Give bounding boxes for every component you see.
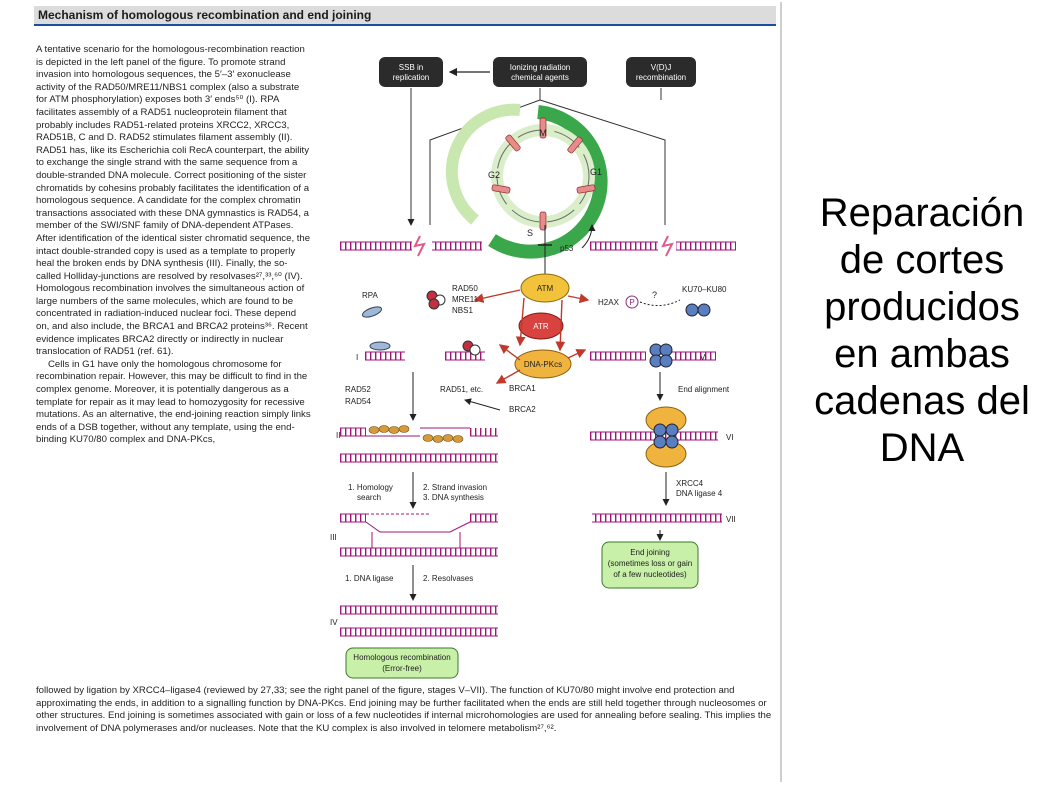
hr-line2: (Error-free) bbox=[382, 664, 422, 673]
rad52-label: RAD52 bbox=[345, 385, 371, 394]
stage-i: I bbox=[356, 353, 358, 362]
dna-stage-vii bbox=[592, 513, 722, 523]
figure-header: Mechanism of homologous recombination an… bbox=[34, 6, 776, 26]
ej-line3: of a few nucleotides) bbox=[613, 570, 687, 579]
dna-stage-iv bbox=[340, 605, 498, 637]
side-title-line-6: DNA bbox=[879, 426, 965, 470]
question-mark: ? bbox=[652, 290, 657, 300]
homology-search-1: 1. Homology bbox=[348, 483, 393, 492]
paragraph-3: followed by ligation by XRCC4–ligase4 (r… bbox=[36, 685, 772, 734]
ssb-box: SSB in replication bbox=[379, 57, 443, 87]
svg-text:P: P bbox=[629, 298, 634, 307]
atr-label: ATR bbox=[533, 322, 549, 331]
dna-break-left bbox=[340, 235, 482, 257]
dna-synthesis: 3. DNA synthesis bbox=[423, 493, 484, 502]
end-alignment-label: End alignment bbox=[678, 385, 730, 394]
side-title-line-1: Reparación bbox=[819, 191, 1025, 235]
ionizing-line1: Ionizing radiation bbox=[510, 63, 570, 72]
atm-label: ATM bbox=[537, 284, 554, 293]
homology-search-2: search bbox=[357, 493, 381, 502]
left-column-text: A tentative scenario for the homologous-… bbox=[36, 44, 311, 447]
ionizing-line2: chemical agents bbox=[511, 73, 569, 82]
dna-stage-v bbox=[590, 343, 716, 368]
rpa-label: RPA bbox=[362, 291, 379, 300]
dna-stage-iii bbox=[340, 513, 498, 557]
dnapk-node: DNA-PKcs bbox=[514, 349, 572, 379]
resolvases-label: 2. Resolvases bbox=[423, 574, 473, 583]
vdj-box: V(D)J recombination bbox=[626, 57, 696, 87]
p53-label: p53 bbox=[560, 244, 574, 253]
brca2-label: BRCA2 bbox=[509, 405, 536, 414]
stage-vi: VI bbox=[726, 433, 734, 442]
vdj-line2: recombination bbox=[636, 73, 686, 82]
cycle-s: S bbox=[527, 228, 533, 238]
side-title-line-4: en ambas bbox=[834, 332, 1010, 376]
cycle-g2: G2 bbox=[488, 170, 500, 180]
dna-stage-ii bbox=[340, 425, 498, 463]
h2ax-label: H2AX bbox=[598, 298, 620, 307]
ku-label: KU70–KU80 bbox=[682, 285, 727, 294]
cycle-m: M bbox=[539, 128, 547, 138]
paragraph-2: Cells in G1 have only the homologous chr… bbox=[36, 358, 311, 446]
rad51-label: RAD51, etc. bbox=[440, 385, 483, 394]
ej-line1: End joining bbox=[630, 548, 670, 557]
end-joining-box: End joining (sometimes loss or gain of a… bbox=[601, 541, 699, 589]
dna-stage-i-left bbox=[365, 340, 485, 361]
nbs1-label: NBS1 bbox=[452, 306, 473, 315]
bottom-text: followed by ligation by XRCC4–ligase4 (r… bbox=[36, 685, 774, 735]
ionizing-box: Ionizing radiation chemical agents bbox=[493, 57, 587, 87]
vdj-line1: V(D)J bbox=[651, 63, 671, 72]
stage-vii: VII bbox=[726, 515, 736, 524]
strand-invasion: 2. Strand invasion bbox=[423, 483, 487, 492]
atm-node: ATM bbox=[520, 273, 570, 303]
rpa: RPA bbox=[362, 291, 382, 318]
side-title-line-3: producidos bbox=[824, 285, 1020, 329]
ej-line2: (sometimes loss or gain bbox=[608, 559, 692, 568]
hr-line1: Homologous recombination bbox=[353, 653, 450, 662]
figure-title: Mechanism of homologous recombination an… bbox=[38, 8, 372, 22]
rad54-label: RAD54 bbox=[345, 397, 371, 406]
ku-complex: KU70–KU80 bbox=[682, 285, 727, 317]
hr-box: Homologous recombination (Error-free) bbox=[345, 647, 459, 679]
mre11-label: MRE11 bbox=[452, 295, 479, 304]
brca1-label: BRCA1 bbox=[509, 384, 536, 393]
ssb-box-line1: SSB in bbox=[399, 63, 423, 72]
rad50-complex: RAD50 MRE11 NBS1 bbox=[426, 284, 479, 315]
ssb-box-line2: replication bbox=[393, 73, 429, 82]
xrcc4-label: XRCC4 bbox=[676, 479, 704, 488]
rad50-label: RAD50 bbox=[452, 284, 478, 293]
stage-iv: IV bbox=[330, 618, 338, 627]
atr-node: ATR bbox=[518, 312, 564, 340]
stage-ii: II bbox=[336, 431, 340, 440]
dnapk-label: DNA-PKcs bbox=[524, 360, 562, 369]
side-title-line-2: de cortes bbox=[839, 238, 1005, 282]
dna-break-right bbox=[590, 235, 736, 257]
cycle-g1: G1 bbox=[590, 167, 602, 177]
cell-cycle: M G1 S G2 bbox=[445, 103, 608, 259]
stage-iii: III bbox=[330, 533, 337, 542]
ligase4-label: DNA ligase 4 bbox=[676, 489, 723, 498]
dna-stage-vi bbox=[590, 406, 718, 468]
h2ax: H2AX P ? bbox=[598, 290, 681, 309]
dna-ligase-label: 1. DNA ligase bbox=[345, 574, 394, 583]
paragraph-1: A tentative scenario for the homologous-… bbox=[36, 44, 311, 358]
side-title: Reparación de cortes producidos en ambas… bbox=[788, 190, 1056, 472]
side-title-line-5: cadenas del bbox=[814, 379, 1030, 423]
